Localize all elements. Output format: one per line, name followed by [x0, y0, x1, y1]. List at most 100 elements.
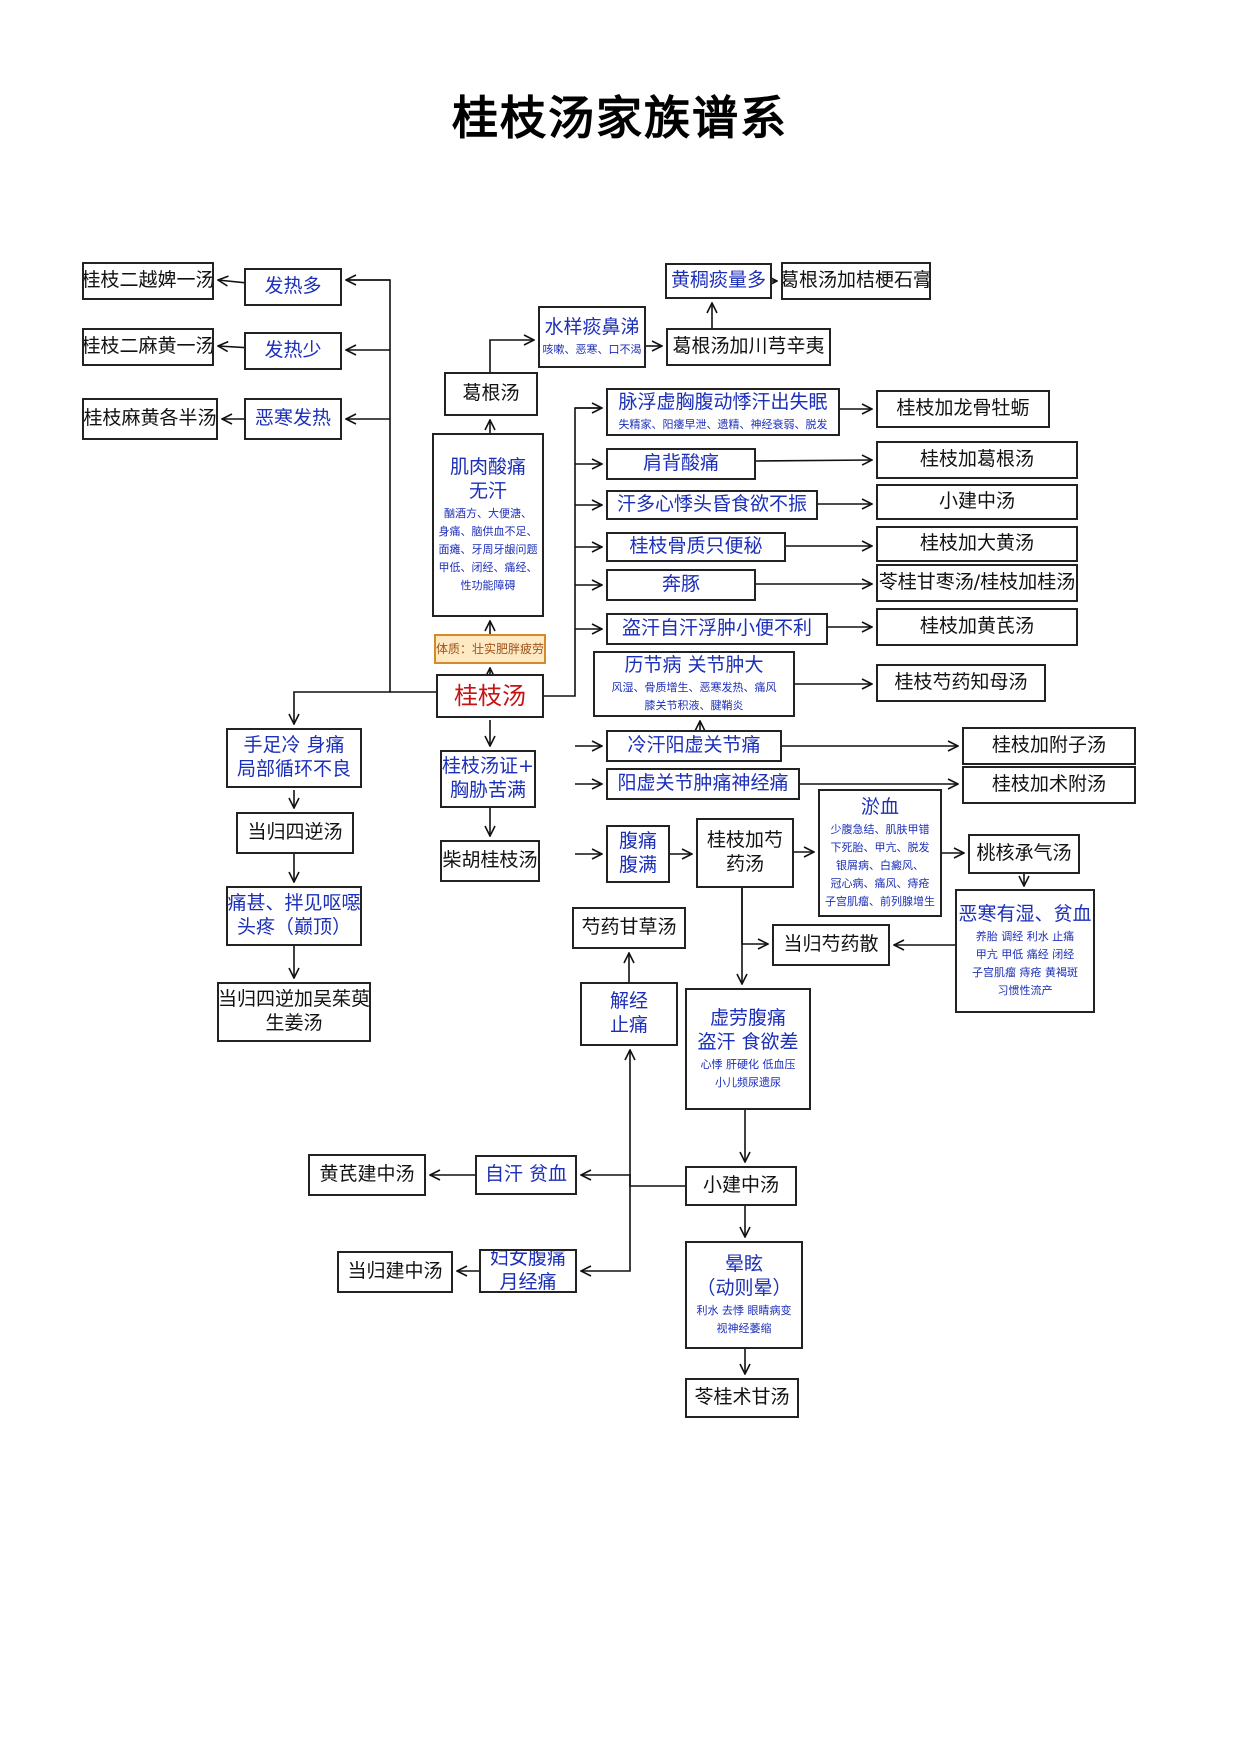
node-detail-text: 视神经萎缩 — [716, 1321, 772, 1335]
diagram-node-n23: 肩背酸痛 — [606, 448, 756, 480]
diagram-node-n47: 虚劳腹痛盗汗 食欲差心悸 肝硬化 低血压小儿频尿遗尿 — [685, 988, 811, 1110]
node-detail-text: 风湿、骨质增生、恶寒发热、痛风 — [611, 680, 777, 694]
node-label: 肩背酸痛 — [642, 452, 719, 475]
node-label: 小建中汤 — [938, 490, 1015, 513]
node-label: 生姜汤 — [265, 1012, 323, 1034]
node-label: 桂枝麻黄各半汤 — [83, 407, 217, 430]
node-label: 桂枝芍药知母汤 — [894, 671, 1028, 694]
node-label: 发热少 — [264, 339, 322, 362]
node-detail-text: 甲亢 甲低 痛经 闭经 — [975, 947, 1075, 961]
diagram-node-n5: 桂枝麻黄各半汤 — [82, 398, 218, 440]
node-detail-text: 膝关节积液、腱鞘炎 — [644, 698, 744, 712]
node-detail-text: 银屑病、白癜风、 — [836, 858, 924, 872]
diagram-node-n26: 小建中汤 — [876, 484, 1078, 520]
node-detail-text: 下死胎、甲亢、脱发 — [830, 840, 930, 854]
node-label: 当归芍药散 — [783, 933, 879, 956]
node-label: 盗汗自汗浮肿小便不利 — [621, 617, 812, 640]
node-label: 当归四逆汤 — [247, 821, 343, 844]
node-detail-text: 身痛、脑供血不足、 — [438, 524, 538, 538]
diagram-node-n53: 晕眩（动则晕） 利水 去悸 眼睛病变视神经萎缩 — [685, 1241, 803, 1349]
diagram-node-n15: 桂枝汤证+胸胁苦满 — [440, 750, 536, 808]
connector-arrow — [346, 279, 436, 693]
node-label: 药汤 — [725, 853, 764, 875]
node-detail-text: 小儿频尿遗尿 — [715, 1075, 781, 1089]
node-label: 葛根汤加桔梗石膏 — [781, 269, 931, 292]
node-label: 当归建中汤 — [347, 1260, 443, 1283]
connector-arrow — [294, 691, 390, 724]
node-label: 芍药甘草汤 — [581, 916, 677, 939]
diagram-node-n16: 柴胡桂枝汤 — [440, 840, 540, 882]
connector-arrow — [489, 340, 534, 372]
node-label: 桂枝加芍 — [706, 829, 783, 852]
node-label: 汗多心悸头昏食欲不振 — [616, 493, 807, 516]
node-label: 体质：壮实肥胖疲劳 — [436, 641, 545, 656]
node-label: 桂枝加术附汤 — [991, 773, 1106, 796]
page-title: 桂枝汤家族谱系 — [452, 91, 788, 145]
connector-arrow — [581, 1186, 631, 1271]
node-label: 桂枝加黄芪汤 — [919, 615, 1034, 638]
diagram-node-n51: 妇女腹痛月经痛 — [479, 1249, 577, 1293]
diagram-node-n14: 桂枝汤 — [436, 674, 544, 718]
node-label: 苓桂甘枣汤/桂枝加桂汤 — [878, 571, 1076, 594]
diagram-node-n38: 桂枝加术附汤 — [962, 766, 1136, 804]
diagram-node-n22: 桂枝加龙骨牡蛎 — [876, 390, 1050, 428]
node-detail-text: 甲低、闭经、痛经、 — [438, 560, 538, 574]
node-label: 肌肉酸痛 — [449, 456, 526, 479]
diagram-node-n39: 腹痛腹满 — [606, 825, 670, 883]
node-label: 淤血 — [860, 796, 899, 819]
diagram-node-n11: 葛根汤加川芎辛夷 — [666, 328, 831, 366]
node-label: 痛甚、拌见呕噁 — [227, 892, 361, 915]
diagram-node-n29: 奔豚 — [606, 569, 756, 601]
connector-arrow — [755, 460, 872, 461]
node-label: 水样痰鼻涕 — [544, 316, 640, 339]
node-label: 桂枝汤证+ — [442, 755, 534, 778]
diagram-node-n7: 葛根汤 — [444, 372, 538, 416]
diagram-node-n17: 手足冷 身痛局部循环不良 — [226, 728, 362, 788]
node-detail-text: 面瘫、牙周牙龈问题 — [438, 542, 538, 556]
node-label: 柴胡桂枝汤 — [442, 849, 538, 872]
node-detail-text: 利水 去悸 眼睛病变 — [696, 1303, 792, 1317]
node-label: 妇女腹痛 — [489, 1249, 566, 1270]
node-label: （动则晕） — [696, 1277, 792, 1300]
diagram-node-n35: 冷汗阳虚关节痛 — [606, 730, 782, 762]
diagram-node-n30: 苓桂甘枣汤/桂枝加桂汤 — [876, 564, 1078, 602]
diagram-node-n13: 体质：壮实肥胖疲劳 — [434, 634, 546, 664]
node-detail-text: 酗酒方、大便溏、 — [444, 506, 532, 520]
node-label: 无汗 — [468, 480, 507, 503]
node-detail-text: 子宫肌瘤 痔疮 黄褐斑 — [972, 965, 1078, 979]
node-label: 发热多 — [264, 275, 322, 298]
diagram-node-n34: 桂枝芍药知母汤 — [876, 664, 1046, 702]
diagram-node-n28: 桂枝加大黄汤 — [876, 526, 1078, 562]
node-label: 桂枝汤 — [454, 682, 526, 710]
connector-arrow — [741, 888, 768, 944]
node-label: 葛根汤加川芎辛夷 — [672, 335, 825, 358]
diagram-node-n1: 桂枝二越婢一汤 — [82, 262, 214, 300]
diagram-node-n43: 恶寒有湿、贫血养胎 调经 利水 止痛甲亢 甲低 痛经 闭经子宫肌瘤 痔疮 黄褐斑… — [955, 889, 1095, 1013]
diagram-node-n48: 小建中汤 — [685, 1166, 797, 1206]
diagram-node-n20: 当归四逆加吴茱萸生姜汤 — [217, 982, 371, 1042]
diagram-node-n27: 桂枝骨质只便秘 — [606, 532, 786, 562]
node-label: 黄稠痰量多 — [670, 269, 766, 292]
node-label: 脉浮虚胸腹动悸汗出失眠 — [618, 391, 828, 414]
node-label: 桃核承气汤 — [976, 842, 1072, 865]
diagram-node-n37: 阳虚关节肿痛神经痛 — [606, 768, 800, 800]
diagram-node-n6: 恶寒发热 — [244, 398, 342, 440]
node-label: 桂枝加大黄汤 — [919, 532, 1034, 555]
node-detail-text: 心悸 肝硬化 低血压 — [700, 1057, 796, 1071]
diagram-node-n4: 发热少 — [244, 332, 342, 370]
node-label: 奔豚 — [661, 573, 700, 596]
node-label: 月经痛 — [499, 1271, 557, 1293]
diagram-node-n9: 黄稠痰量多 — [665, 263, 772, 299]
diagram-node-n52: 当归建中汤 — [337, 1251, 453, 1293]
node-label: 葛根汤 — [462, 382, 520, 405]
node-label: 历节病 关节肿大 — [624, 654, 764, 677]
node-label: 解经 — [609, 990, 648, 1013]
node-label: 桂枝加葛根汤 — [919, 448, 1034, 471]
diagram-node-n12: 肌肉酸痛无汗酗酒方、大便溏、身痛、脑供血不足、面瘫、牙周牙龈问题甲低、闭经、痛经… — [432, 433, 544, 617]
node-label: 局部循环不良 — [236, 758, 351, 780]
node-label: 黄芪建中汤 — [319, 1163, 415, 1186]
connector-arrow — [581, 1175, 685, 1187]
diagram-node-n40: 桂枝加芍药汤 — [696, 818, 794, 888]
node-label: 晕眩 — [724, 1253, 763, 1276]
diagram-node-n49: 自汗 贫血 — [475, 1155, 577, 1195]
